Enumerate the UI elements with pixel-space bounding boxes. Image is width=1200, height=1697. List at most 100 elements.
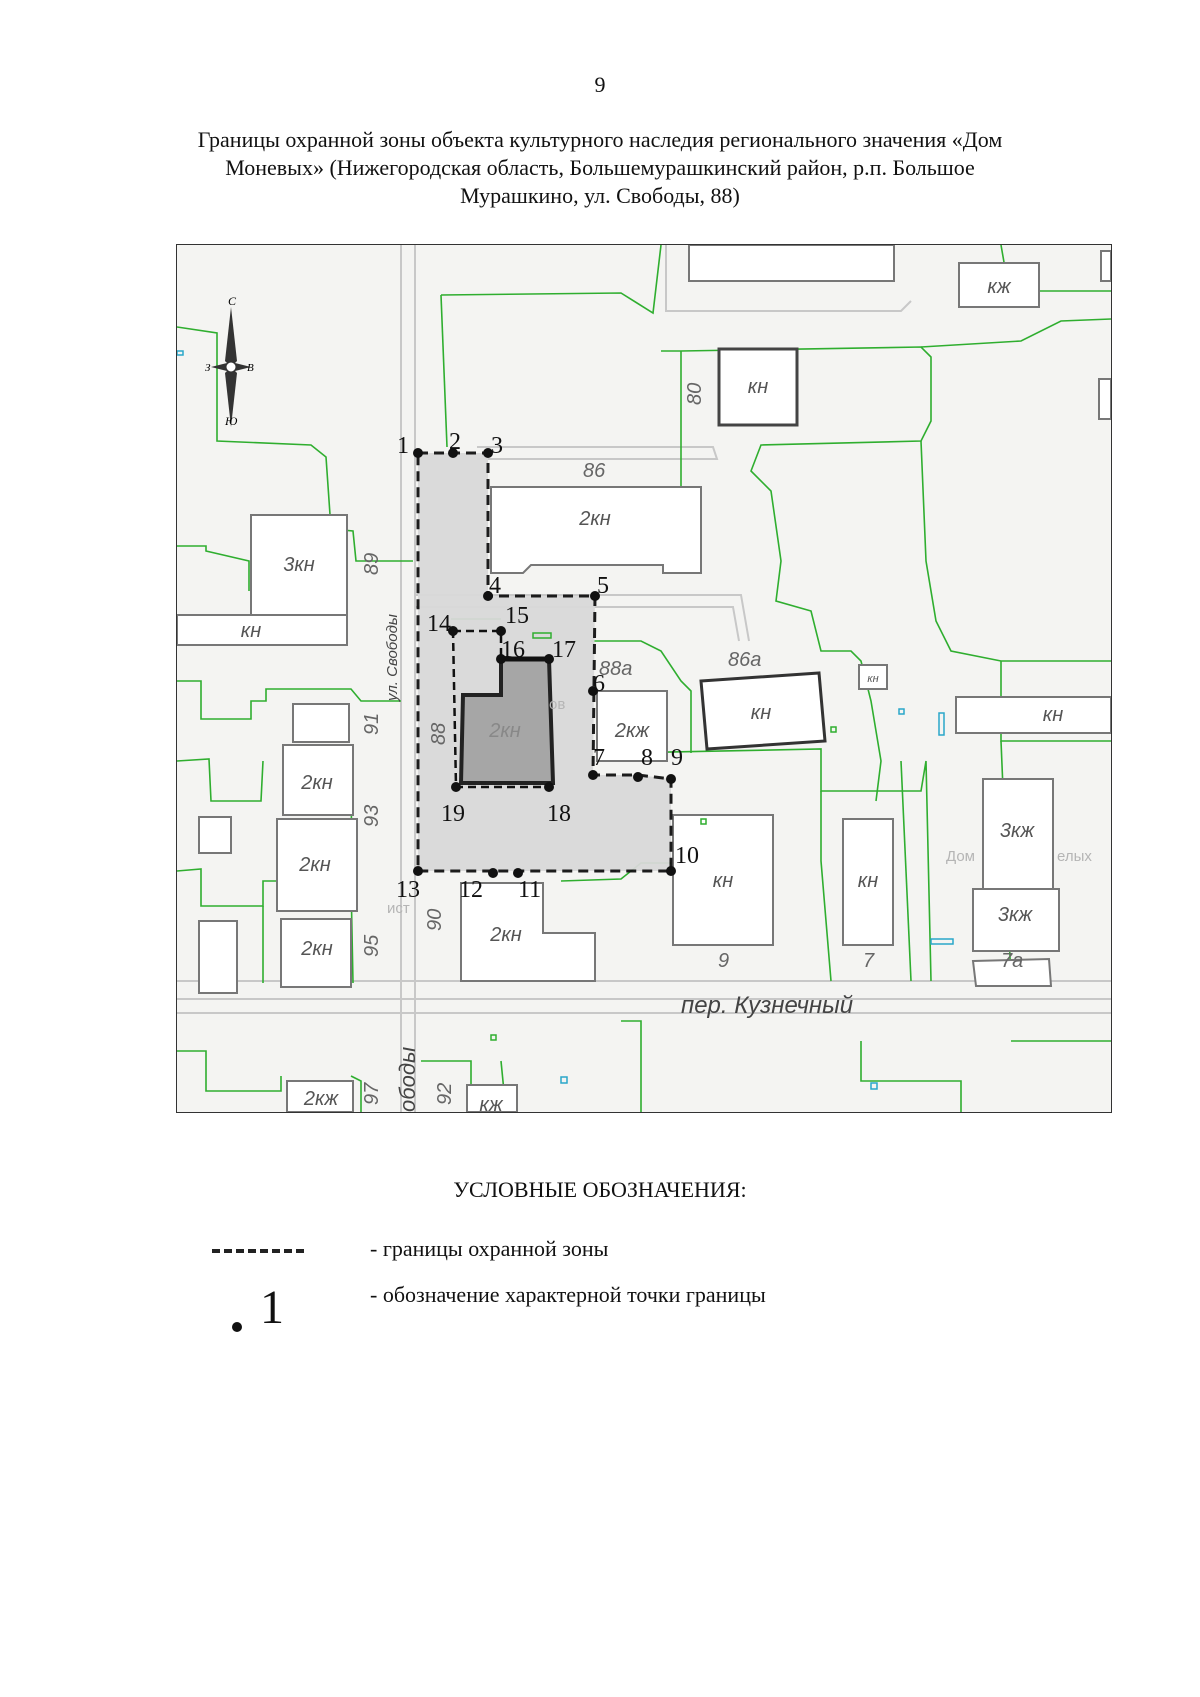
boundary-point-marker [590, 591, 600, 601]
building-label: кн [1043, 704, 1063, 726]
boundary-point-label: 18 [547, 801, 571, 827]
house-number: 9 [718, 950, 729, 972]
house-number: 88 [428, 723, 450, 745]
boundary-point-marker [588, 686, 598, 696]
boundary-point-label: 11 [518, 877, 541, 903]
house-number: 95 [361, 934, 383, 957]
boundary-point-label: 6 [593, 671, 605, 697]
street-names: ул. Свободы ободы пер. Кузнечный [384, 614, 853, 1112]
building-label: кн [858, 870, 878, 892]
legend-point-text: - обозначение характерной точки границы [370, 1282, 766, 1307]
compass-rose: С Ю З В [205, 294, 254, 428]
legend-dashed-line-symbol [212, 1249, 304, 1253]
house-number: 7а [1001, 950, 1023, 972]
building-label: 3кж [998, 904, 1034, 926]
house-number: 91 [361, 713, 383, 735]
boundary-point-marker [413, 448, 423, 458]
boundary-point-marker [544, 654, 554, 664]
map-frame: С Ю З В ул. Свободы ободы пер. Кузнечный… [176, 244, 1112, 1113]
faint-label: елых [1057, 848, 1092, 865]
street-kuznechny-label: пер. Кузнечный [681, 992, 853, 1019]
boundary-point-label: 5 [597, 573, 609, 599]
boundary-point-label: 3 [491, 433, 503, 459]
street-svobody-bottom-label: ободы [395, 1047, 420, 1112]
compass-east-label: В [247, 362, 254, 374]
boundary-point-label: 8 [641, 745, 653, 771]
building-label: 3кж [1000, 820, 1036, 842]
building-label: 2кн [298, 854, 331, 876]
boundary-point-label: 9 [671, 745, 683, 771]
building-label: 2кн [488, 720, 521, 742]
legend-point-symbol: 1 [230, 1284, 284, 1336]
boundary-point-marker [666, 866, 676, 876]
building-label: кн [713, 870, 733, 892]
boundary-point-marker [483, 591, 493, 601]
house-number: 88а [599, 658, 632, 680]
street-svobody-label: ул. Свободы [384, 614, 401, 702]
legend-boundary-text: - границы охранной зоны [370, 1236, 609, 1261]
building-label: кн [867, 673, 878, 685]
boundary-point-marker [666, 774, 676, 784]
building-label: кж [479, 1094, 503, 1112]
boundary-point-marker [588, 770, 598, 780]
house-number: 90 [424, 909, 446, 931]
page-number: 9 [594, 72, 606, 97]
building-label: кж [987, 276, 1011, 298]
faint-label: ист [387, 900, 410, 917]
boundary-point-marker [496, 626, 506, 636]
compass-north-label: С [228, 294, 237, 308]
boundary-point-label: 12 [459, 877, 483, 903]
building-label: кн [241, 620, 261, 642]
house-numbers: 80 86 89 91 88 93 90 95 97 92 86а 88а 9 … [361, 383, 1023, 1105]
building-label: кн [748, 376, 768, 398]
legend-point-sample: 1 [260, 1281, 284, 1334]
building-label: 2кж [614, 720, 651, 742]
faint-label: ов [549, 696, 565, 713]
building-label: кн [751, 702, 771, 724]
building-label: 2кн [300, 938, 333, 960]
legend-point-dot [232, 1322, 242, 1332]
boundary-point-marker [488, 868, 498, 878]
house-number: 80 [684, 383, 706, 405]
house-number: 93 [361, 805, 383, 827]
legend-heading: УСЛОВНЫЕ ОБОЗНАЧЕНИЯ: [453, 1177, 747, 1202]
boundary-point-marker [451, 782, 461, 792]
house-number: 92 [434, 1083, 456, 1105]
boundary-point-marker [448, 626, 458, 636]
boundary-point-marker [544, 782, 554, 792]
boundary-point-marker [483, 448, 493, 458]
boundary-point-label: 4 [489, 573, 501, 599]
boundary-point-label: 2 [449, 429, 461, 455]
building-label: 2кн [578, 508, 611, 530]
boundary-point-marker [448, 448, 458, 458]
house-number: 97 [361, 1082, 383, 1105]
building-label: 2кн [489, 924, 522, 946]
buildings [177, 245, 1111, 1112]
small-markers [177, 350, 954, 1090]
boundary-point-label: 15 [505, 603, 529, 629]
faint-labels: Дом елых ист ов [387, 696, 1092, 917]
house-number: 86 [583, 460, 606, 482]
compass-west-label: З [205, 362, 211, 374]
page-title: Границы охранной зоны объекта культурног… [197, 127, 1003, 208]
boundary-point-label: 16 [501, 637, 525, 663]
site-plan-map: С Ю З В ул. Свободы ободы пер. Кузнечный… [177, 245, 1111, 1112]
boundary-point-label: 1 [397, 433, 409, 459]
boundary-point-marker [413, 866, 423, 876]
faint-label: Дом [946, 848, 975, 865]
house-number: 86а [728, 649, 761, 671]
boundary-point-label: 10 [675, 843, 699, 869]
boundary-point-label: 17 [552, 637, 576, 663]
boundary-point-marker [633, 772, 643, 782]
boundary-point-label: 19 [441, 801, 465, 827]
building-label: 2кж [303, 1088, 340, 1110]
boundary-point-marker [513, 868, 523, 878]
boundary-point-label: 7 [593, 745, 605, 771]
house-number: 7 [863, 950, 875, 972]
boundary-point-label: 14 [427, 611, 451, 637]
building-label: 2кн [300, 772, 333, 794]
compass-south-label: Ю [224, 414, 238, 428]
building-label: 3кн [283, 554, 315, 576]
boundary-point-marker [496, 654, 506, 664]
